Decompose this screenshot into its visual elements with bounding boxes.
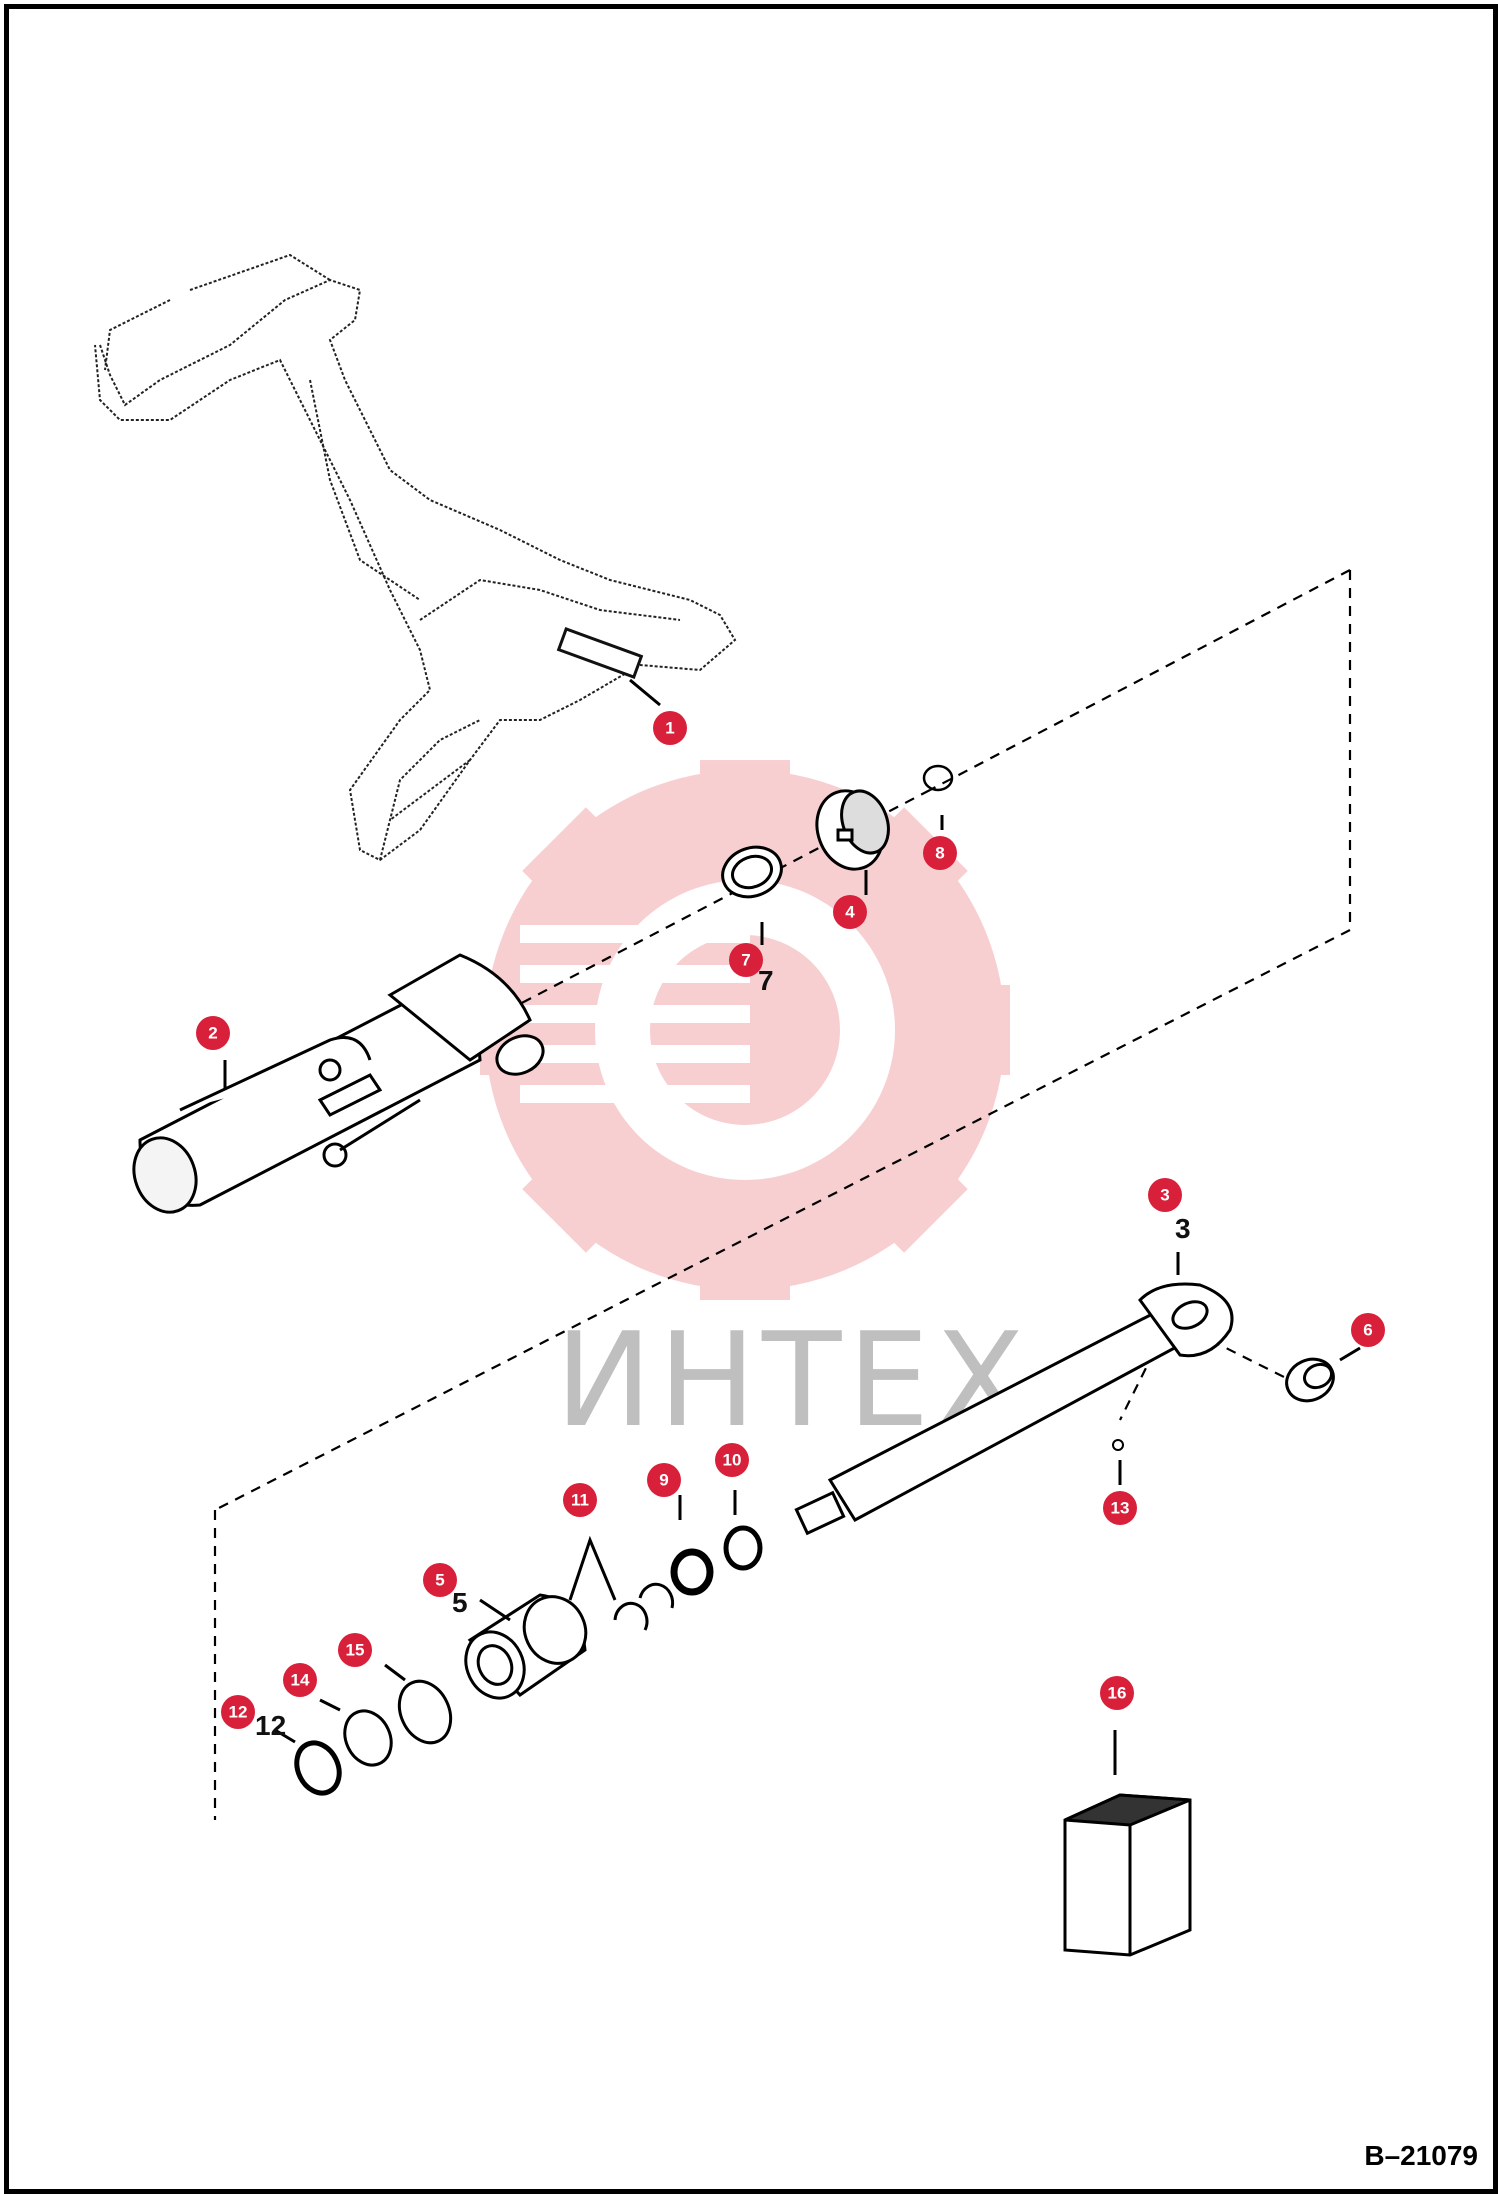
o-ring-part-15 bbox=[397, 1679, 453, 1745]
callout-marker-label: 6 bbox=[1363, 1321, 1372, 1340]
gland-part-5 bbox=[464, 1593, 588, 1700]
callout-marker-circle[interactable] bbox=[1148, 1178, 1182, 1212]
callout-marker-3[interactable]: 3 bbox=[1148, 1178, 1182, 1212]
callout-marker-label: 1 bbox=[665, 719, 674, 738]
boom-cylinder-rod bbox=[556, 627, 644, 679]
callout-marker-circle[interactable] bbox=[1100, 1676, 1134, 1710]
snap-ring-part-11 bbox=[613, 1582, 675, 1631]
callout-marker-circle[interactable] bbox=[1103, 1491, 1137, 1525]
o-ring-part-12 bbox=[294, 1740, 342, 1796]
callout-marker-label: 5 bbox=[435, 1571, 444, 1590]
diagram-frame bbox=[4, 4, 1498, 2194]
bushing-part-7 bbox=[721, 845, 783, 899]
cylinder-barrel bbox=[132, 953, 545, 1214]
callout-marker-14[interactable]: 14 bbox=[283, 1663, 317, 1697]
printed-part-number-7: 7 bbox=[758, 965, 774, 996]
callout-marker-12[interactable]: 12 bbox=[221, 1695, 255, 1729]
watermark-gear-icon bbox=[480, 760, 1010, 1300]
callout-marker-1[interactable]: 1 bbox=[653, 711, 687, 745]
piston-rod bbox=[794, 1282, 1234, 1536]
leader-line-14 bbox=[319, 1698, 341, 1712]
callout-marker-label: 2 bbox=[208, 1024, 217, 1043]
callout-marker-circle[interactable] bbox=[653, 711, 687, 745]
backhoe-boom-assembly bbox=[94, 253, 737, 862]
callout-marker-label: 12 bbox=[229, 1703, 248, 1722]
callout-marker-label: 14 bbox=[291, 1671, 310, 1690]
drawing-reference-code: B–21079 bbox=[1364, 2140, 1478, 2171]
callout-marker-label: 3 bbox=[1160, 1186, 1169, 1205]
bushing-part-6 bbox=[1285, 1357, 1335, 1403]
callout-marker-circle[interactable] bbox=[647, 1463, 681, 1497]
seal-part-9 bbox=[670, 1548, 714, 1596]
callout-marker-label: 4 bbox=[845, 903, 855, 922]
callout-marker-circle[interactable] bbox=[338, 1633, 372, 1667]
seal-kit-box-part-16 bbox=[1063, 1793, 1192, 1957]
callout-marker-circle[interactable] bbox=[923, 836, 957, 870]
o-ring-part-14 bbox=[343, 1709, 393, 1767]
printed-part-number-12: 12 bbox=[255, 1710, 286, 1741]
callout-marker-10[interactable]: 10 bbox=[715, 1443, 749, 1477]
callout-marker-label: 13 bbox=[1111, 1499, 1130, 1518]
callout-marker-circle[interactable] bbox=[221, 1695, 255, 1729]
leader-line-11 bbox=[568, 1535, 617, 1601]
callout-marker-8[interactable]: 8 bbox=[923, 836, 957, 870]
callout-marker-label: 11 bbox=[571, 1491, 589, 1510]
leader-line-5 bbox=[479, 1598, 511, 1622]
callout-marker-circle[interactable] bbox=[729, 943, 763, 977]
callout-marker-5[interactable]: 5 bbox=[423, 1563, 457, 1597]
callout-marker-15[interactable]: 15 bbox=[338, 1633, 372, 1667]
callout-marker-circle[interactable] bbox=[563, 1483, 597, 1517]
callout-marker-13[interactable]: 13 bbox=[1103, 1491, 1137, 1525]
leader-line-15 bbox=[384, 1663, 406, 1682]
callout-marker-9[interactable]: 9 bbox=[647, 1463, 681, 1497]
o-ring-part-8 bbox=[922, 764, 954, 792]
assembly-dashed-outline bbox=[213, 569, 1352, 1820]
seal-part-10 bbox=[723, 1525, 763, 1571]
callout-marker-label: 9 bbox=[659, 1471, 668, 1490]
callout-marker-6[interactable]: 6 bbox=[1351, 1313, 1385, 1347]
callout-marker-label: 16 bbox=[1108, 1684, 1127, 1703]
callout-marker-4[interactable]: 4 bbox=[833, 895, 867, 929]
piston-part-4 bbox=[815, 789, 890, 871]
callout-marker-2[interactable]: 2 bbox=[196, 1016, 230, 1050]
callout-marker-circle[interactable] bbox=[423, 1563, 457, 1597]
callout-marker-7[interactable]: 7 bbox=[729, 943, 763, 977]
printed-part-number-3: 3 bbox=[1175, 1213, 1191, 1244]
callout-marker-circle[interactable] bbox=[715, 1443, 749, 1477]
callout-marker-label: 7 bbox=[741, 951, 750, 970]
leader-line-12 bbox=[274, 1728, 296, 1744]
printed-part-number-5: 5 bbox=[452, 1587, 468, 1618]
callout-marker-label: 15 bbox=[346, 1641, 365, 1660]
callout-marker-label: 10 bbox=[723, 1451, 742, 1470]
callout-marker-16[interactable]: 16 bbox=[1100, 1676, 1134, 1710]
callout-marker-circle[interactable] bbox=[833, 895, 867, 929]
fitting-part-13 bbox=[1112, 1439, 1124, 1451]
callout-marker-circle[interactable] bbox=[196, 1016, 230, 1050]
callout-marker-label: 8 bbox=[935, 844, 944, 863]
leader-line-6 bbox=[1339, 1346, 1361, 1362]
callout-marker-11[interactable]: 11 bbox=[563, 1483, 597, 1517]
callout-marker-circle[interactable] bbox=[1351, 1313, 1385, 1347]
leader-line-1 bbox=[629, 678, 661, 707]
callout-marker-circle[interactable] bbox=[283, 1663, 317, 1697]
